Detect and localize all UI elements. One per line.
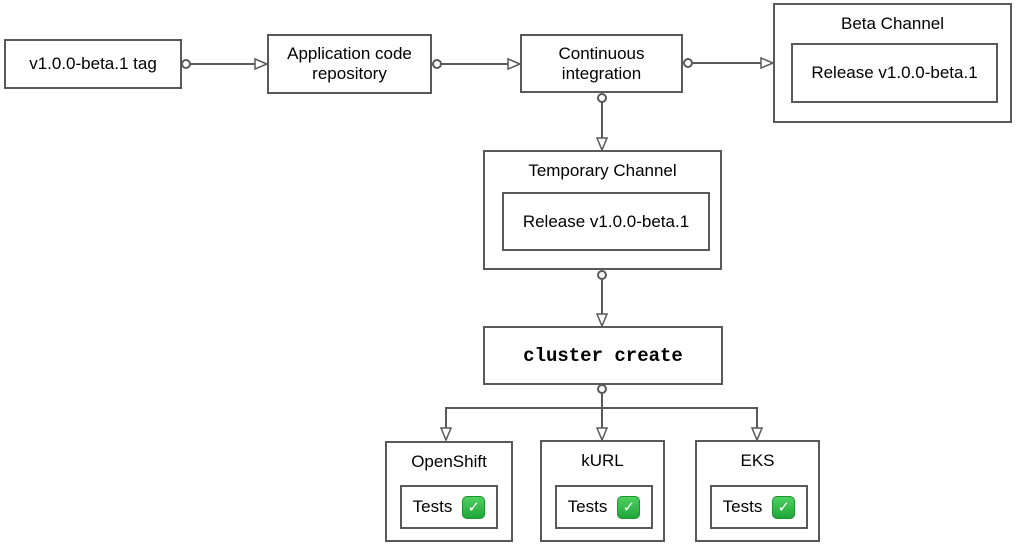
check-glyph: ✓ (467, 497, 481, 516)
arrow-tag-to-repo (181, 57, 269, 71)
container-kurl: kURL Tests ✓ (540, 440, 665, 542)
temp-release-label: Release v1.0.0-beta.1 (522, 211, 690, 231)
eks-tests-label: Tests (722, 497, 763, 516)
arrow-ci-to-beta-channel (683, 56, 775, 70)
check-glyph: ✓ (777, 497, 791, 516)
arrow-cluster-create-to-tests (439, 384, 764, 442)
node-app-code-repository-label: Application code repository (287, 44, 412, 83)
arrow-repo-to-ci (432, 57, 522, 71)
container-temporary-channel: Temporary Channel Release v1.0.0-beta.1 (483, 150, 722, 270)
node-kurl-tests: Tests ✓ (555, 485, 653, 529)
container-beta-channel: Beta Channel Release v1.0.0-beta.1 (773, 3, 1012, 123)
node-cluster-create: cluster create (483, 326, 723, 385)
check-glyph: ✓ (622, 497, 636, 516)
container-openshift: OpenShift Tests ✓ (385, 441, 513, 542)
node-continuous-integration-label: Continuous integration (558, 43, 645, 83)
node-beta-release: Release v1.0.0-beta.1 (791, 43, 998, 103)
temporary-channel-title: Temporary Channel (528, 161, 677, 180)
node-version-tag-label: v1.0.0-beta.1 tag (29, 54, 157, 73)
openshift-tests-label: Tests (412, 497, 453, 516)
cluster-create-label: cluster create (523, 344, 683, 367)
node-temp-release: Release v1.0.0-beta.1 (502, 192, 710, 251)
kurl-title: kURL (581, 451, 624, 470)
check-icon: ✓ (462, 495, 486, 519)
openshift-title: OpenShift (411, 452, 487, 471)
node-app-code-repository: Application code repository (267, 34, 432, 94)
eks-title: EKS (740, 451, 775, 470)
node-version-tag: v1.0.0-beta.1 tag (4, 39, 182, 89)
check-icon: ✓ (617, 495, 641, 519)
container-eks: EKS Tests ✓ (695, 440, 820, 542)
node-continuous-integration: Continuous integration (520, 34, 683, 93)
node-openshift-tests: Tests ✓ (400, 485, 498, 529)
check-icon: ✓ (772, 495, 796, 519)
kurl-tests-label: Tests (567, 497, 608, 516)
arrow-ci-to-temp-channel (595, 93, 609, 152)
arrow-temp-channel-to-cluster-create (595, 270, 609, 328)
beta-channel-title: Beta Channel (840, 14, 945, 33)
beta-release-label: Release v1.0.0-beta.1 (811, 63, 978, 82)
node-eks-tests: Tests ✓ (710, 485, 808, 529)
